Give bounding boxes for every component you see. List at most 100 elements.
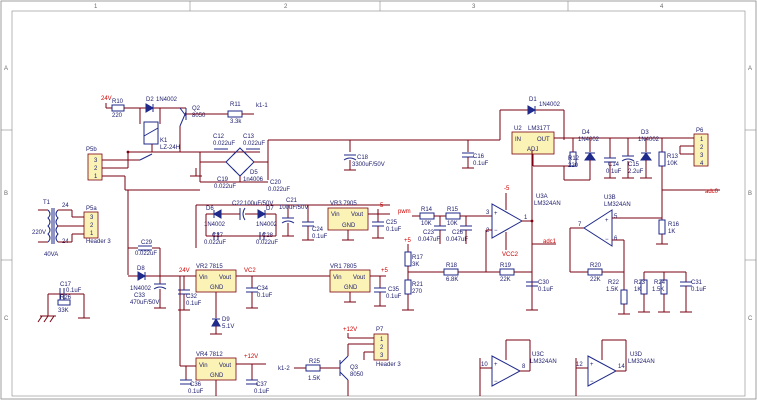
vr2-vout: Vout [219, 275, 231, 281]
t1-rating: 40VA [44, 252, 58, 258]
row-label-a-right: A [748, 66, 752, 72]
u3d-pin-12: 12 [576, 362, 583, 368]
d7-diode [257, 209, 267, 219]
vr3-label: VR3 7905 [330, 201, 357, 207]
c24-value: 0.1uF [312, 234, 328, 240]
r16-value: 1K [668, 229, 675, 235]
d7-label: D7 [266, 206, 274, 212]
d4-diode [584, 152, 596, 161]
c30-value: 0.1uF [538, 287, 554, 293]
u3cd-section: + − 10 8 U3C LM324AN + − 12 14 U3D LM324… [479, 339, 655, 396]
r14-resistor [419, 212, 435, 220]
net-vc2: VC2 [244, 268, 256, 274]
pwm-filter-section: pwm R14 10K R15 10K C23 0.047uF C26 0.04… [398, 150, 561, 310]
p5b-pin-1: 1 [94, 174, 98, 180]
col-label-3: 3 [472, 4, 476, 10]
d2-label: D2 [146, 97, 154, 103]
c17-value: 0.1uF [66, 288, 82, 294]
k1-value: LZ-24H [160, 145, 180, 151]
r15-label: R15 [447, 207, 459, 213]
q3-section: k1-2 R25 1.5K Q3 8050 +12V P7 Header 3 1… [278, 327, 401, 396]
c21-value: 100uF/50V [279, 205, 308, 211]
c36-label: C36 [190, 382, 202, 388]
u3b-pin-7: 7 [578, 222, 582, 228]
u3a-opamp [491, 203, 524, 239]
c20-value: 0.022uF [268, 187, 290, 193]
p5b-pin-3: 3 [94, 158, 98, 164]
u3a-pin-1: 1 [524, 215, 528, 221]
d3-diode [640, 152, 652, 161]
r20-value: 22K [590, 277, 601, 283]
u3a-label: U3A [536, 194, 548, 200]
u3c-pin-10: 10 [481, 362, 488, 368]
d7-value: 1N4002 [256, 222, 278, 228]
p6-pin-4: 4 [700, 161, 704, 167]
t1-primary-voltage: 220V [32, 230, 46, 236]
c17-label: C17 [60, 282, 72, 288]
p7-pin-2: 2 [380, 345, 384, 351]
c18-value: 3300uF/50V [352, 162, 385, 168]
k1-label: K1 [160, 138, 168, 144]
r18-resistor [443, 268, 459, 276]
d1-diode [527, 105, 537, 115]
r18-label: R18 [446, 263, 458, 269]
d4-label: D4 [582, 130, 590, 136]
net-minus5-a: -5 [378, 203, 384, 209]
vr3-vout: Vout [351, 212, 363, 218]
col-label-1: 1 [94, 4, 98, 10]
u3c-label: U3C [532, 352, 545, 358]
p6-connector [693, 133, 709, 167]
c18-label: C18 [357, 155, 369, 161]
d9-label: D9 [222, 317, 230, 323]
vr2-label: VR2 7815 [196, 264, 223, 270]
u3d-pin-14: 14 [618, 364, 625, 370]
c35-label: C35 [388, 287, 400, 293]
r14-value: 10K [421, 221, 432, 227]
c16-value: 0.1uF [473, 161, 489, 167]
c27-value: 0.022uF [204, 240, 226, 246]
vr2-gnd: GND [210, 285, 224, 291]
u3c-opamp [491, 355, 522, 387]
q2-label: Q2 [192, 106, 201, 112]
d4-value: 1N4002 [578, 137, 600, 143]
c26-value: 0.047uF [446, 237, 468, 243]
d2-diode [145, 103, 155, 113]
r14-label: R14 [421, 207, 433, 213]
r24-value: 1.5K [652, 287, 664, 293]
p6-pin-3: 3 [700, 153, 704, 159]
vr4-label: VR4 7812 [196, 352, 223, 358]
r21-label: R21 [412, 282, 424, 288]
d9-value: 5.1V [222, 324, 234, 330]
net-pwm: pwm [398, 209, 411, 215]
t1-primary-coil [47, 209, 51, 243]
vr4-section: VR4 7812 Vin Vout GND +12V C36 0.1uF C37… [180, 352, 270, 396]
net-24v-mid: 24V [179, 268, 190, 274]
vr4-vin: Vin [199, 363, 208, 369]
r15-value: 10K [447, 221, 458, 227]
bridge-rectifier-section: C12 0.022uF C13 0.022uF D5 1n4006 C19 0.… [124, 134, 500, 193]
d3-label: D3 [641, 130, 649, 136]
c22-value: 100uF/50V [244, 201, 273, 207]
row-label-a: A [4, 66, 8, 72]
r19-value: 22K [500, 277, 511, 283]
row-label-c: C [4, 316, 9, 322]
c29-value: 0.022uF [135, 251, 157, 257]
d1-label: D1 [529, 97, 537, 103]
c23-value: 0.047uF [418, 237, 440, 243]
r11-resistor [227, 110, 243, 118]
relay-section: 24V R10 220 D2 1N4002 K1 LZ-24H Q2 8050 … [86, 96, 268, 181]
u2-in: IN [515, 137, 521, 143]
p5a-pin-1: 1 [90, 231, 94, 237]
vr1-label: VR1 7805 [330, 264, 357, 270]
r15-resistor [445, 212, 461, 220]
vr1-gnd: GND [344, 285, 358, 291]
q2-value: 8050 [192, 113, 206, 119]
r20-label: R20 [590, 263, 602, 269]
r26-value: 33K [58, 308, 69, 314]
d9-zener [211, 317, 221, 327]
r23-label: R23 [634, 280, 646, 286]
p5a-pin-3: 3 [90, 215, 94, 221]
d6-diode [212, 209, 222, 219]
c16-label: C16 [473, 154, 485, 160]
t1-label: T1 [43, 200, 51, 206]
